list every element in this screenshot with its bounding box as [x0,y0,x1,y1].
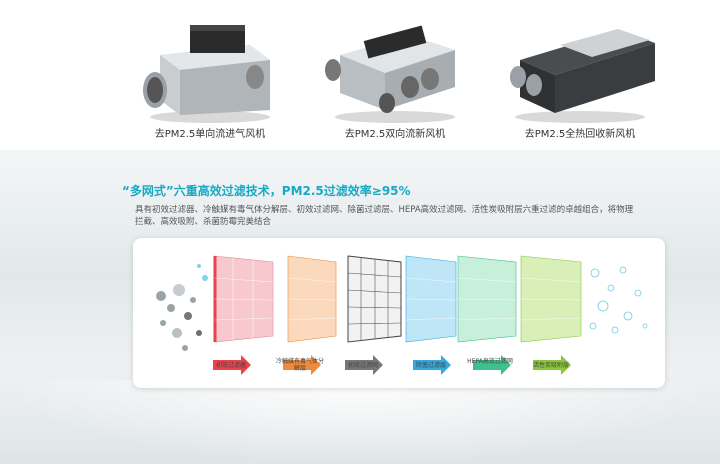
flow-arrow-3 [345,355,383,375]
filter-label-5: HEPA高效过滤网 [467,358,513,365]
flow-arrow-4 [413,355,451,375]
flow-arrow-1 [213,355,251,375]
flow-arrow-5 [473,355,511,375]
product-caption-2: 去PM2.5双向流新风机 [344,129,446,140]
filter-layer-2 [287,255,337,343]
section-description: 具有初效过滤器、冷触媒有毒气体分解层、初效过滤网、除菌过滤层、HEPA高效过滤网… [135,205,634,227]
filter-label-6: 活性炭吸附层 [532,362,569,369]
six-layer-filter-illustration [156,255,648,375]
filter-label-3: 初效过滤网 [347,362,378,369]
floor-reflection [0,380,720,464]
filter-diagram-panel: 初效过滤器 冷触媒有毒气体分解层 初效过滤网 除菌过滤层 HEPA高效过滤网 活… [133,238,665,388]
flow-arrow-6 [533,355,571,375]
clean-air-bubbles [589,266,648,334]
polluted-air-particles [156,264,208,351]
single-flow-fan-unit-image [143,25,270,123]
dual-flow-fresh-air-unit-image [325,25,455,123]
filter-label-1: 初效过滤器 [215,362,246,369]
filter-layer-4 [405,255,457,343]
section-headline: “多网式”六重高效过滤技术，PM2.5过滤效率≥95% [122,184,411,198]
filter-layer-3 [347,255,402,343]
filter-layer-6 [520,255,582,343]
heat-recovery-fresh-air-unit-image [510,29,655,123]
filter-label-2: 冷触媒有毒气体分解层 [276,358,325,372]
flow-arrow-2 [283,355,321,375]
filter-label-4: 除菌过滤层 [415,362,446,369]
product-caption-1: 去PM2.5单向流进气风机 [154,129,266,140]
product-caption-3: 去PM2.5全热回收新风机 [524,129,636,140]
filter-layer-5 [457,255,517,343]
